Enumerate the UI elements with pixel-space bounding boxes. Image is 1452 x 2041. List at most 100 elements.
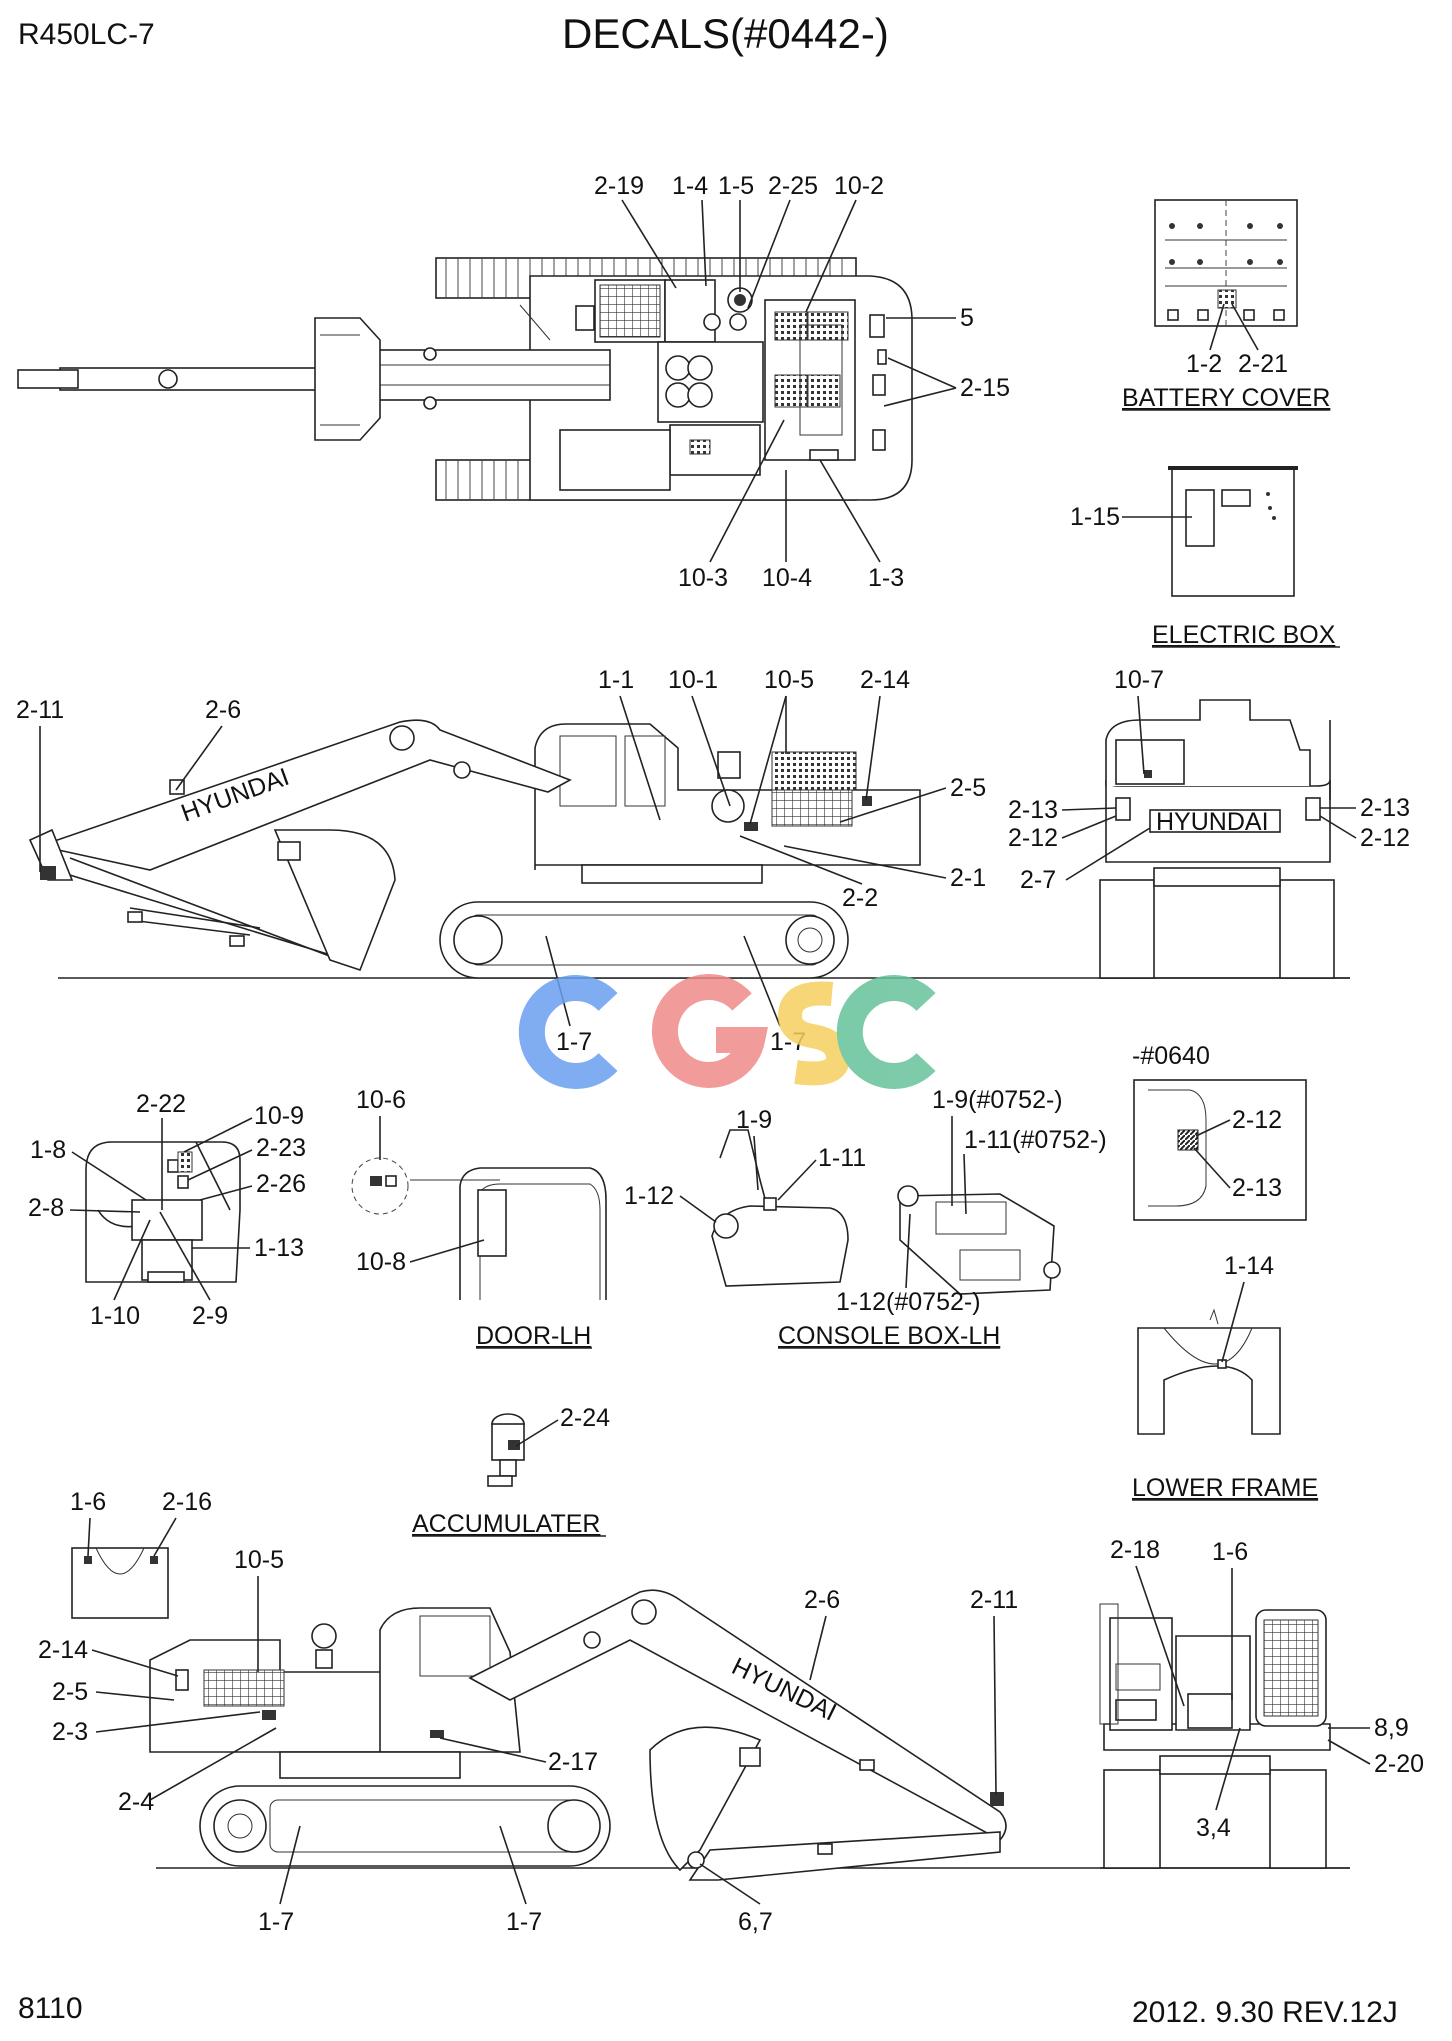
serial-note: -#0640 [1132, 1042, 1210, 1070]
callout-label: 1-3 [868, 564, 904, 592]
console-box-lh [711, 1129, 849, 1287]
electric-box [1168, 466, 1298, 597]
callout-label: 2-12 [1360, 824, 1410, 852]
callout-label: 1-14 [1224, 1252, 1274, 1280]
callout-label: 1-4 [672, 172, 708, 200]
callout-label: 10-8 [356, 1248, 406, 1276]
callout-label: 2-3 [52, 1718, 88, 1746]
callout-label: 2-7 [1020, 866, 1056, 894]
accumulater [487, 1413, 525, 1487]
callout-label: 1-6 [1212, 1538, 1248, 1566]
serial-note-panel [1133, 1079, 1307, 1221]
callout-label: 2-12 [1232, 1106, 1282, 1134]
model-name: R450LC-7 [18, 18, 155, 51]
callout-label: 2-23 [256, 1134, 306, 1162]
front-view-excavator [1099, 1603, 1350, 1869]
callout-label: 2-13 [1360, 794, 1410, 822]
callout-label: 2-4 [118, 1788, 154, 1816]
callout-label: 2-6 [205, 696, 241, 724]
rear-view-excavator: HYUNDAI [1099, 699, 1350, 979]
callout-label: 2-14 [38, 1636, 88, 1664]
callout-label: 2-15 [960, 374, 1010, 402]
callout-label: 2-24 [560, 1404, 610, 1432]
callout-label: 1-13 [254, 1234, 304, 1262]
callout-label: 2-5 [950, 774, 986, 802]
callout-label: 2-11 [970, 1586, 1018, 1614]
callout-label: 2-9 [192, 1302, 228, 1330]
callout-label: 2-13 [1008, 796, 1058, 824]
callout-label: 1-10 [90, 1302, 140, 1330]
callout-label: 2-21 [1238, 350, 1288, 378]
callout-label: 1-9 [736, 1106, 772, 1134]
callout-label: 2-18 [1110, 1536, 1160, 1564]
callout-label: 1-2 [1186, 350, 1222, 378]
callout-label: 2-14 [860, 666, 910, 694]
callout-label: 1-5 [718, 172, 754, 200]
door-lh-caption: DOOR-LH [476, 1322, 591, 1350]
callout-label: 1-8 [30, 1136, 66, 1164]
rear-view-labels: 10-7 2-13 2-12 2-7 2-13 2-12 [1008, 666, 1410, 894]
battery-cover-caption: BATTERY COVER [1122, 384, 1330, 412]
side-view-lh-labels: 2-11 2-6 1-1 10-1 10-5 2-14 2-5 2-1 2-2 … [16, 666, 986, 1056]
callout-label: 2-12 [1008, 824, 1058, 852]
callout-label: 2-22 [136, 1090, 186, 1118]
page-title: DECALS(#0442-) [562, 10, 889, 57]
callout-label: 8,9 [1374, 1714, 1409, 1742]
callout-label: 10-7 [1114, 666, 1164, 694]
cgsc-watermark [518, 974, 936, 1089]
callout-label: 2-20 [1374, 1750, 1424, 1778]
lower-frame [1137, 1308, 1281, 1435]
cab-interior [85, 1141, 241, 1283]
door-lh-labels: 10-6 10-8 [356, 1086, 485, 1276]
callout-label: 1-6 [70, 1488, 106, 1516]
cab-interior-labels: 2-22 10-9 2-23 1-8 2-26 2-8 1-13 1-10 2-… [28, 1090, 306, 1330]
callout-label: 1-15 [1070, 503, 1120, 531]
callout-label: 1-1 [598, 666, 634, 694]
callout-label: 10-3 [678, 564, 728, 592]
serial-note-labels: 2-12 2-13 [1193, 1106, 1282, 1202]
callout-label: 1-11 [818, 1144, 866, 1172]
callout-label: 2-1 [950, 864, 986, 892]
callout-label: 2-19 [594, 172, 644, 200]
console-box-labels: 1-9 1-11 1-12 1-9(#0752-) 1-11(#0752-) 1… [624, 1086, 1107, 1316]
callout-label: 1-11(#0752-) [964, 1126, 1107, 1154]
callout-label: 10-2 [834, 172, 884, 200]
small-panel [71, 1547, 169, 1619]
callout-label: 10-4 [762, 564, 812, 592]
callout-label: 2-11 [16, 696, 64, 724]
callout-label: 1-12 [624, 1182, 674, 1210]
callout-label: 2-5 [52, 1678, 88, 1706]
callout-label: 1-7 [556, 1028, 592, 1056]
accumulater-caption: ACCUMULATER [412, 1510, 600, 1538]
callout-label: 2-2 [842, 884, 878, 912]
front-view-labels: 2-18 1-6 8,9 2-20 3,4 [1110, 1536, 1424, 1842]
callout-label: 2-8 [28, 1194, 64, 1222]
callout-label: 2-6 [804, 1586, 840, 1614]
callout-label: 1-9(#0752-) [932, 1086, 1063, 1114]
callout-label: 2-13 [1232, 1174, 1282, 1202]
callout-label: 2-26 [256, 1170, 306, 1198]
callout-label: 6,7 [738, 1908, 773, 1936]
battery-cover [1154, 199, 1298, 327]
top-view-labels: 2-19 1-4 1-5 2-25 10-2 5 2-15 10-3 10-4 … [594, 172, 1010, 592]
callout-label: 1-7 [258, 1908, 294, 1936]
electric-box-caption: ELECTRIC BOX [1152, 621, 1336, 649]
top-view-excavator [17, 257, 913, 501]
callout-label: 10-5 [234, 1546, 284, 1574]
door-lh [351, 1157, 607, 1300]
page-number: 8110 [18, 1992, 83, 2025]
side-view-rh-labels: 10-5 2-14 2-5 2-3 2-4 2-17 2-6 2-11 1-7 … [38, 1546, 1018, 1936]
callout-label: 5 [960, 304, 974, 332]
callout-label: 10-6 [356, 1086, 406, 1114]
callout-label: 1-12(#0752-) [836, 1288, 981, 1316]
console-box-rh [897, 1185, 1061, 1295]
callout-label: 2-17 [548, 1748, 598, 1776]
callout-label: 1-7 [506, 1908, 542, 1936]
callout-label: 3,4 [1196, 1814, 1231, 1842]
callout-label: 2-16 [162, 1488, 212, 1516]
revision-date: 2012. 9.30 REV.12J [1132, 1996, 1398, 2029]
callout-label: 10-5 [764, 666, 814, 694]
lower-frame-caption: LOWER FRAME [1132, 1474, 1318, 1502]
console-box-caption: CONSOLE BOX-LH [778, 1322, 1000, 1350]
